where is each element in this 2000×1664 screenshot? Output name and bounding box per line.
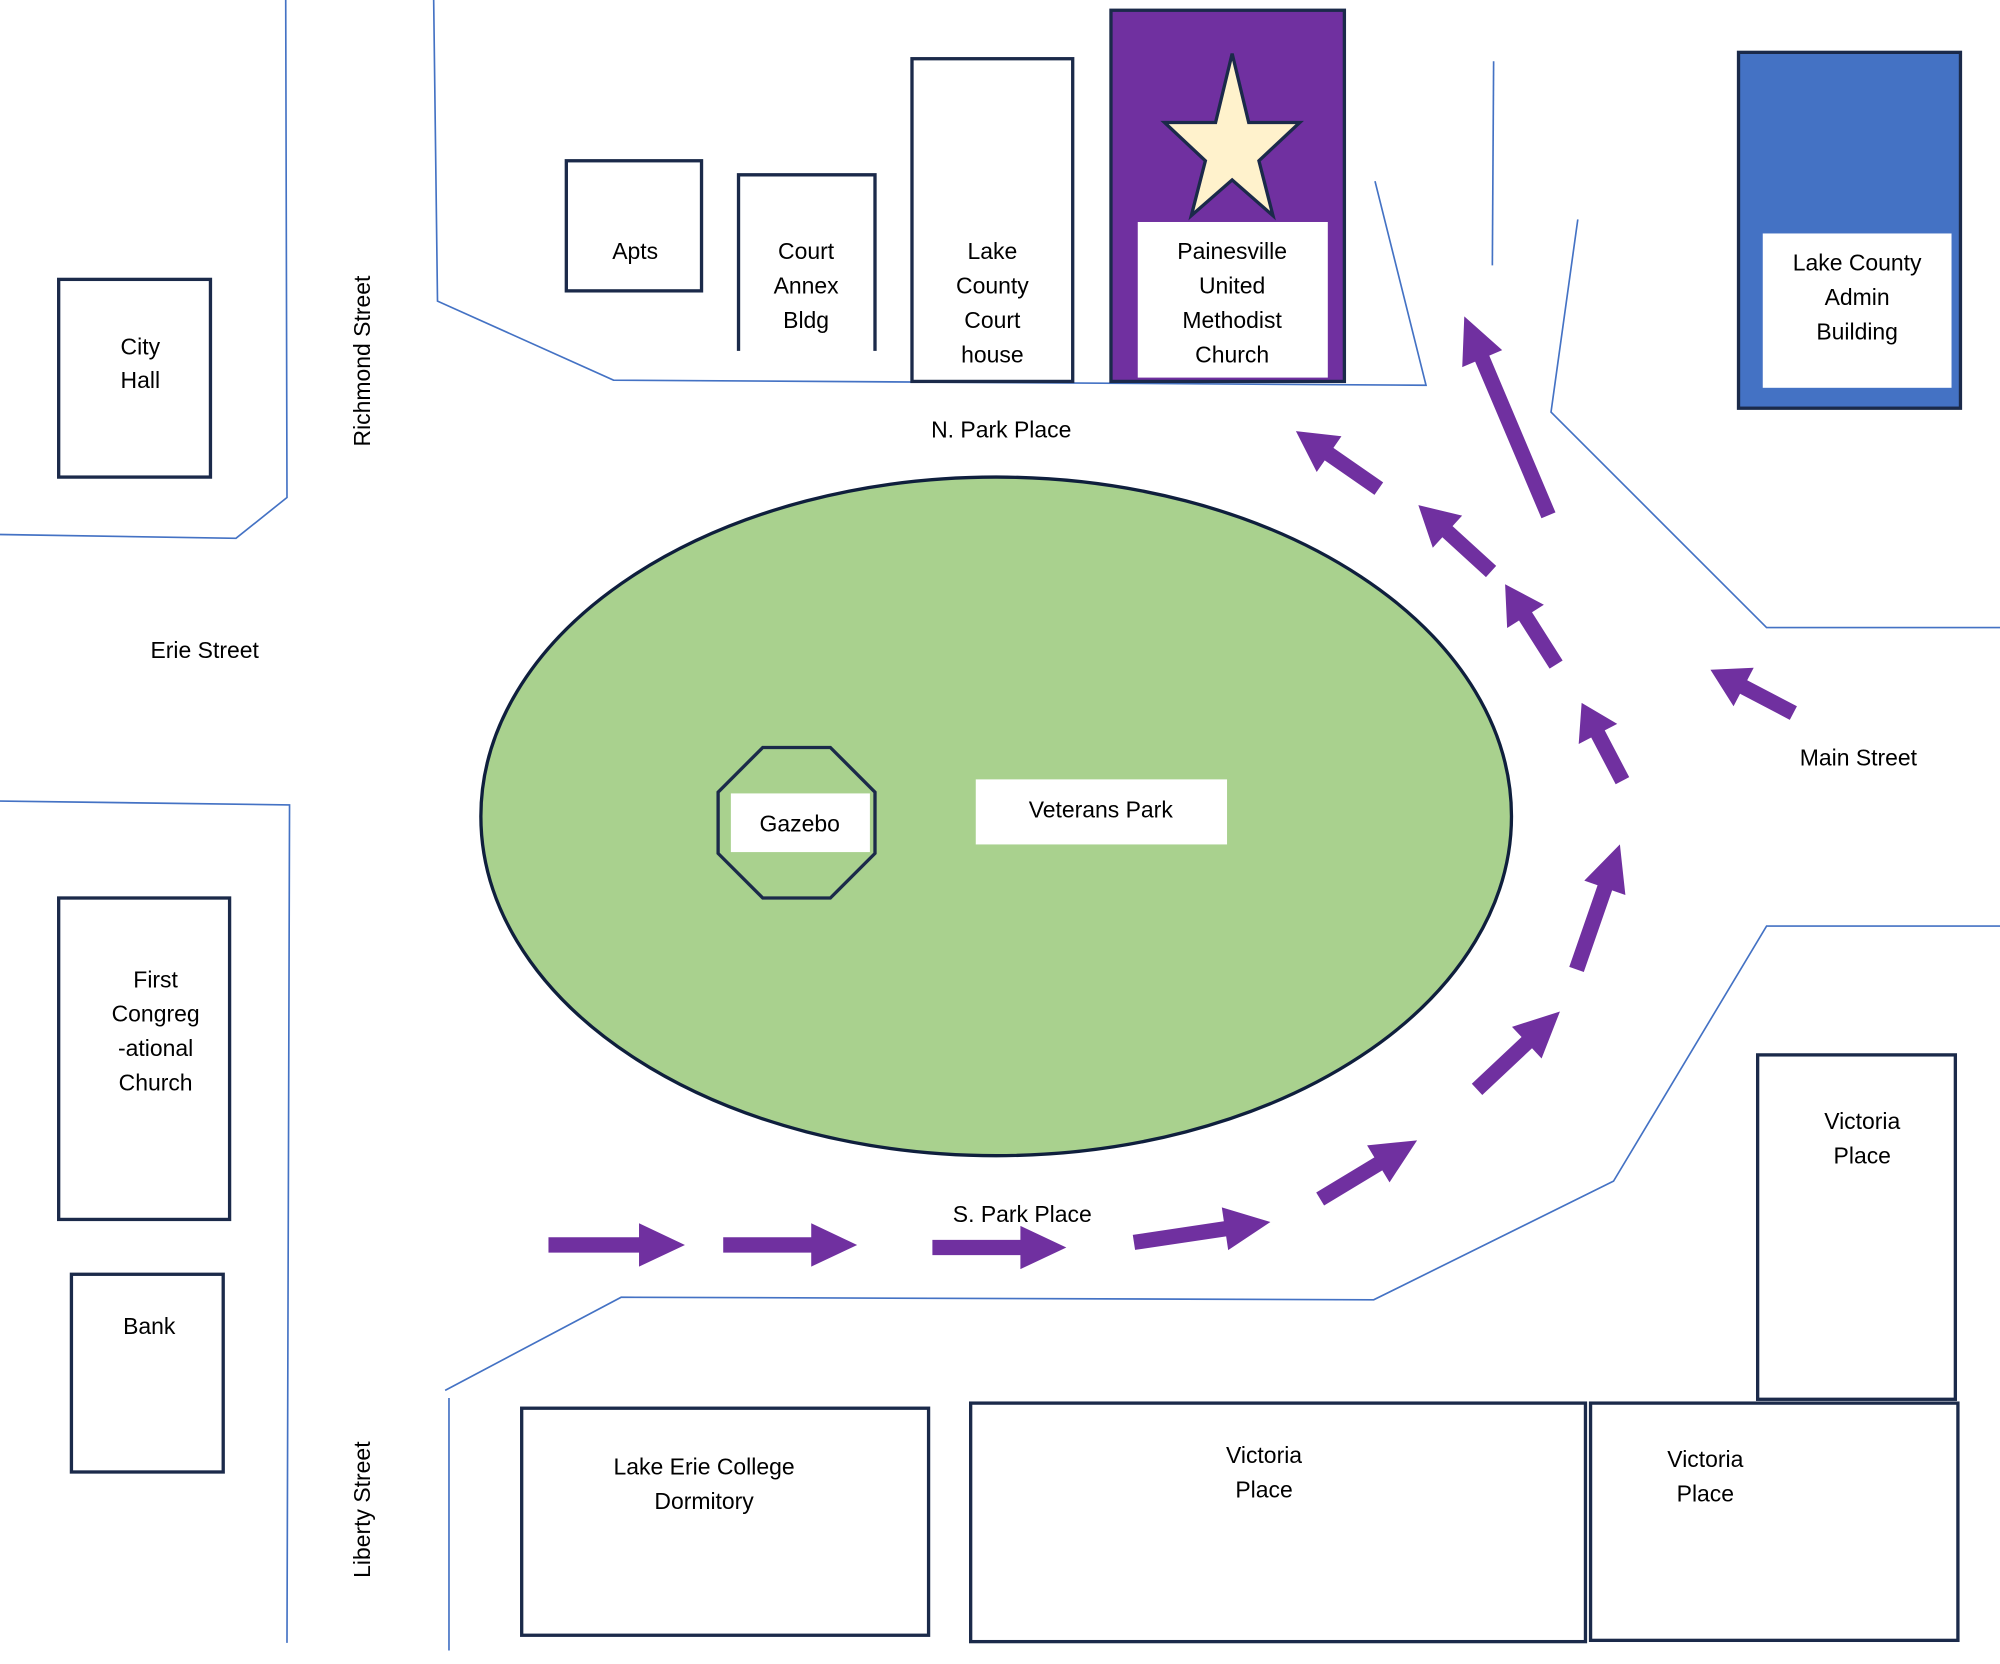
road-edge [0,0,288,540]
gazebo-label-box [730,793,870,853]
arrow-icon [1462,316,1556,519]
arrow-icon [1132,1207,1271,1251]
street-label-richmond: Richmond Street [349,275,375,446]
street-label-n-park: N. Park Place [931,417,1071,443]
arrow-icon [1505,584,1563,669]
building-victoria-place-east[interactable]: Victoria Place [1755,1053,1958,1401]
building-victoria-place-south[interactable]: Victoria Place [969,1401,1588,1644]
building-label: -ational [118,1035,193,1061]
building-label: First [133,966,178,992]
road-edge [1550,219,2000,629]
building-label: Lake Erie College [614,1454,795,1480]
building-dormitory[interactable]: Lake Erie College Dormitory [520,1406,931,1637]
building-admin[interactable]: Lake County Admin Building [1736,50,1963,410]
building-apts[interactable]: Apts [564,159,704,293]
arrow-icon [1710,667,1797,720]
road-edge [432,0,1428,387]
arrow-icon [1418,505,1497,578]
street-label-erie: Erie Street [151,637,260,663]
building-label: Methodist [1182,307,1282,333]
arrow-icon [1578,702,1630,785]
building-bank[interactable]: Bank [69,1272,225,1474]
arrow-icon [548,1223,685,1267]
road-edge [1491,61,1495,266]
park-label: Veterans Park [1029,797,1174,823]
building-label: Lake [967,238,1017,264]
building-label: Victoria [1824,1108,1900,1134]
road-edge [444,925,2000,1392]
gazebo-shape[interactable] [716,745,877,900]
building-label: Building [1816,318,1898,344]
building-label: County [956,272,1029,298]
building-label: Bank [123,1313,176,1339]
building-label: United [1199,272,1265,298]
building-label: Place [1235,1476,1292,1502]
park-label-box [975,779,1228,845]
arrow-icon [723,1223,858,1267]
building-methodist-church[interactable]: Painesville United Methodist Church [1109,8,1347,384]
building-first-congregational[interactable]: First Congreg -ational Church [57,896,232,1222]
building-label: Congreg [112,1001,200,1027]
star-icon [1160,53,1304,221]
gazebo-label: Gazebo [760,811,840,837]
building-label: Victoria [1226,1442,1302,1468]
building-victoria-place-corner[interactable]: Victoria Place [1588,1401,1960,1643]
building-court-annex[interactable]: Court Annex Bldg [736,173,877,351]
street-label-main: Main Street [1800,744,1918,770]
building-label: Dormitory [654,1488,754,1514]
building-label: Painesville [1177,238,1287,264]
building-label: house [961,341,1024,367]
building-label: Admin [1825,284,1890,310]
building-label: Church [119,1070,193,1096]
arrow-icon [1569,844,1626,972]
street-label-s-park: S. Park Place [953,1201,1092,1227]
building-label: Apts [612,238,658,264]
route-arrows [548,316,1797,1270]
arrow-icon [1316,1140,1418,1206]
arrow-icon [932,1225,1067,1270]
road-edge [0,800,291,1643]
building-label: Court [778,238,835,264]
building-label: Place [1677,1480,1734,1506]
building-label: Place [1834,1142,1891,1168]
building-label: Victoria [1667,1446,1743,1472]
building-label: Court [964,307,1021,333]
arrow-icon [1471,1011,1560,1095]
veterans-park[interactable]: Gazebo Veterans Park [479,475,1514,1158]
building-label: Lake County [1793,249,1922,275]
building-label: Annex [774,272,840,298]
building-label: Hall [121,367,161,393]
building-courthouse[interactable]: Lake County Court house [910,57,1075,384]
street-label-liberty: Liberty Street [349,1441,375,1578]
building-label: Bldg [783,307,829,333]
building-city-hall[interactable]: City Hall [57,277,213,479]
arrow-icon [1295,431,1384,495]
building-label: Church [1195,341,1269,367]
building-label: City [121,334,161,360]
